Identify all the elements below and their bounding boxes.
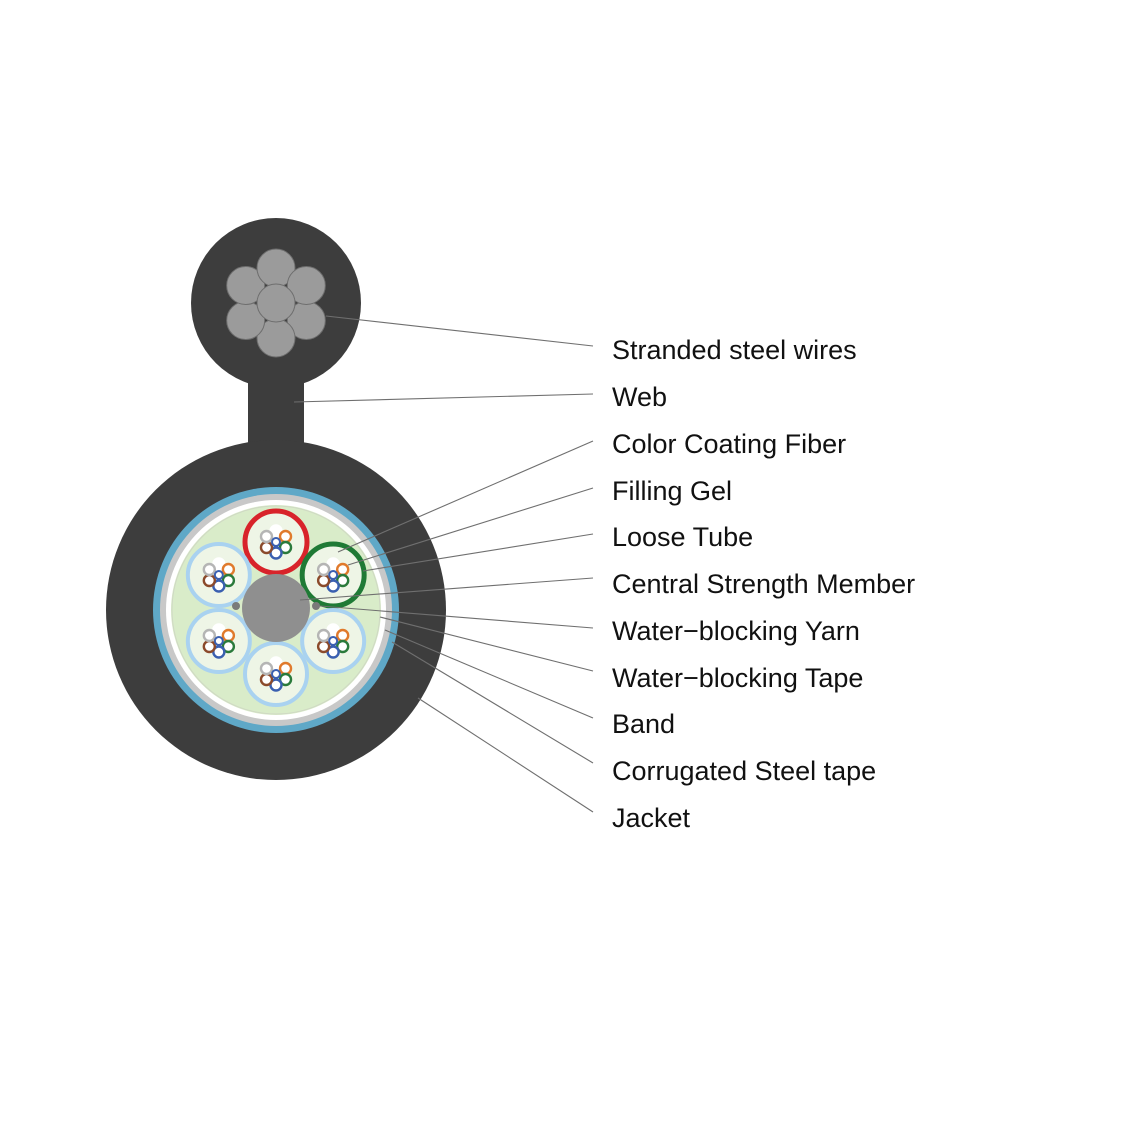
fiber — [316, 639, 331, 654]
water-blocking-yarn-left — [232, 602, 240, 610]
label-water-blocking-yarn: Water−blocking Yarn — [612, 616, 860, 646]
leader-filling-gel — [347, 487, 594, 566]
leader-corrugated-steel-tape — [391, 641, 594, 764]
fiber — [335, 573, 350, 588]
label-loose-tube: Loose Tube — [612, 522, 753, 552]
fiber — [221, 639, 236, 654]
fiber — [326, 557, 340, 571]
label-filling-gel: Filling Gel — [612, 476, 732, 506]
fiber — [202, 562, 217, 577]
fiber — [259, 661, 274, 676]
fiber — [328, 636, 339, 646]
fiber — [259, 529, 274, 544]
steel-wire — [256, 283, 296, 323]
stranded-steel-wires — [226, 248, 326, 358]
steel-wire — [286, 266, 326, 305]
fiber — [269, 546, 283, 560]
fiber — [326, 579, 340, 593]
fiber — [202, 639, 217, 654]
fiber — [212, 557, 226, 571]
label-stranded-steel-wires: Stranded steel wires — [612, 335, 857, 365]
fiber — [269, 524, 283, 538]
fiber — [316, 628, 331, 643]
leader-loose-tube — [362, 533, 594, 572]
fiber — [328, 570, 339, 580]
fiber — [278, 529, 293, 544]
leader-central-strength-member — [299, 577, 594, 601]
fiber — [278, 661, 293, 676]
water-blocking-yarn-right — [312, 602, 320, 610]
messenger-wire — [191, 218, 361, 388]
fiber — [316, 562, 331, 577]
label-corrugated-steel-tape: Corrugated Steel tape — [612, 756, 876, 786]
fiber — [326, 623, 340, 637]
leader-stranded-steel-wires — [325, 315, 594, 347]
fiber — [221, 628, 236, 643]
leader-color-coating-fiber — [337, 440, 594, 553]
fiber — [202, 628, 217, 643]
label-color-coating-fiber: Color Coating Fiber — [612, 429, 846, 459]
leader-web — [293, 393, 594, 403]
main-cable — [106, 440, 446, 780]
fiber — [271, 537, 281, 547]
fiber — [278, 672, 293, 687]
water-blocking-tape-inner-line — [171, 505, 381, 715]
fiber — [335, 639, 350, 654]
fiber — [316, 573, 331, 588]
leader-jacket — [417, 697, 594, 813]
loose-tubes — [185, 508, 367, 707]
label-central-strength-member: Central Strength Member — [612, 569, 915, 599]
fiber — [221, 573, 236, 588]
fiber — [213, 636, 224, 646]
labels: Stranded steel wires Web Color Coating F… — [612, 335, 915, 833]
fiber — [202, 573, 217, 588]
fiber — [212, 645, 226, 659]
fiber — [335, 628, 350, 643]
leader-water-blocking-yarn — [319, 605, 594, 629]
fiber — [259, 672, 274, 687]
fiber — [259, 540, 274, 555]
fiber — [278, 540, 293, 555]
fiber — [269, 656, 283, 670]
label-water-blocking-tape: Water−blocking Tape — [612, 663, 863, 693]
fiber — [269, 678, 283, 692]
label-band: Band — [612, 709, 675, 739]
leader-water-blocking-tape — [379, 616, 594, 672]
label-jacket: Jacket — [612, 803, 691, 833]
fiber — [335, 562, 350, 577]
steel-wire — [226, 266, 266, 305]
leader-lines — [293, 315, 594, 813]
leader-band — [384, 629, 594, 719]
fiber — [326, 645, 340, 659]
central-strength-member — [242, 574, 310, 642]
fiber — [212, 579, 226, 593]
fiber — [271, 669, 281, 679]
label-web: Web — [612, 382, 667, 412]
fiber — [221, 562, 236, 577]
fiber — [212, 623, 226, 637]
fiber — [213, 570, 224, 580]
